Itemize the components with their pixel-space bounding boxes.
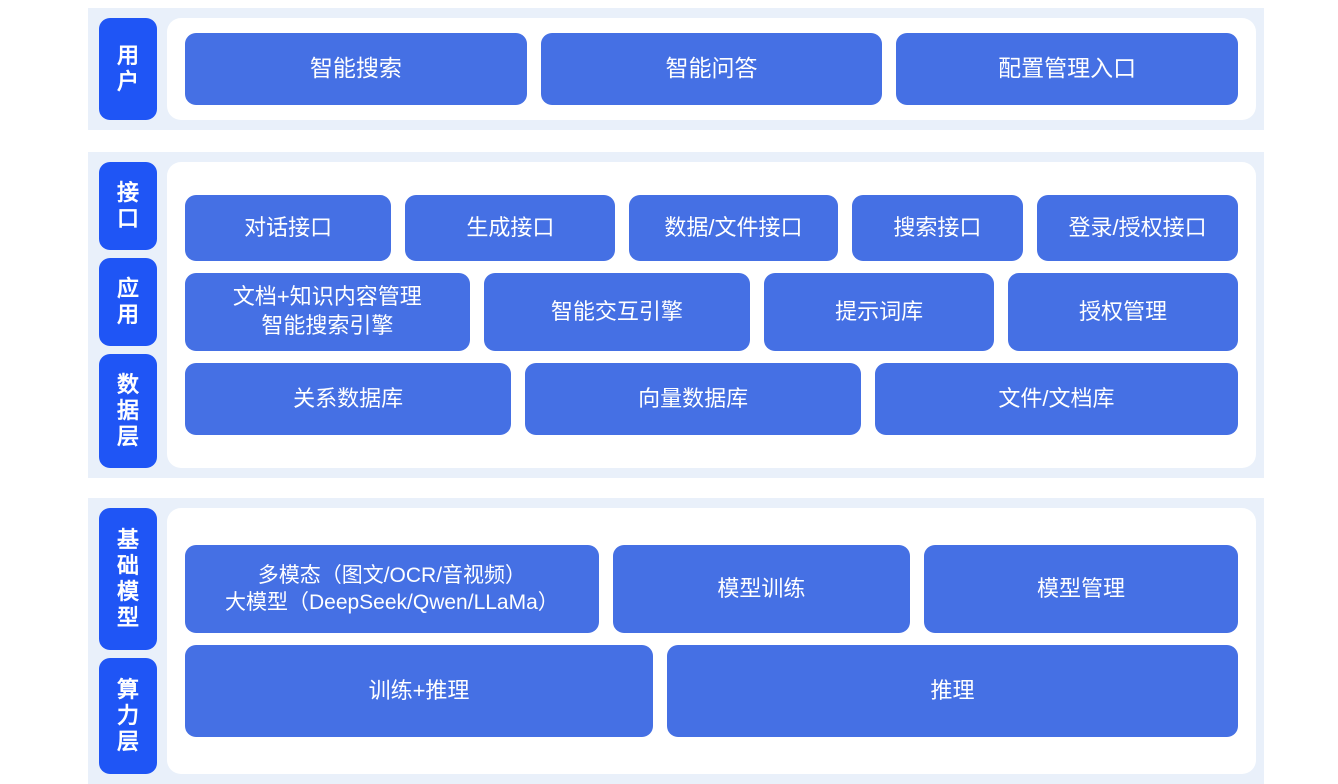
layer-tab-compute-label: 算力层 xyxy=(117,677,140,754)
card-file-document-store[interactable]: 文件/文档库 xyxy=(874,363,1238,435)
card-prompt-library[interactable]: 提示词库 xyxy=(764,273,995,351)
row-foundation-model: 多模态（图文/OCR/音视频） 大模型（DeepSeek/Qwen/LLaMa）… xyxy=(185,545,1238,633)
layer-tab-data-label: 数据层 xyxy=(117,372,140,449)
card-smart-search[interactable]: 智能搜索 xyxy=(185,33,527,105)
layer-tab-foundation-model-label: 基础模型 xyxy=(117,527,140,630)
row-application: 文档+知识内容管理 智能搜索引擎 智能交互引擎 提示词库 授权管理 xyxy=(185,273,1239,351)
layer-tab-foundation-model[interactable]: 基础模型 xyxy=(99,508,157,650)
layer-tab-interface[interactable]: 接口 xyxy=(99,162,157,251)
layer-tab-user[interactable]: 用户 xyxy=(99,18,157,120)
card-vector-database[interactable]: 向量数据库 xyxy=(525,363,861,435)
row-user-entries: 智能搜索 智能问答 配置管理入口 xyxy=(185,33,1239,105)
layer-tab-compute[interactable]: 算力层 xyxy=(99,657,157,775)
card-authorization-management[interactable]: 授权管理 xyxy=(1008,273,1239,351)
card-smart-interaction-engine[interactable]: 智能交互引擎 xyxy=(483,273,751,351)
card-search-api[interactable]: 搜索接口 xyxy=(851,195,1024,261)
layer-tab-data[interactable]: 数据层 xyxy=(99,354,157,468)
section-base-layers: 基础模型 算力层 多模态（图文/OCR/音视频） 大模型（DeepSeek/Qw… xyxy=(88,498,1264,784)
layer-tab-application[interactable]: 应用 xyxy=(99,258,157,347)
row-data: 关系数据库 向量数据库 文件/文档库 xyxy=(185,363,1238,435)
card-generation-api[interactable]: 生成接口 xyxy=(405,195,616,261)
rail-base: 基础模型 算力层 xyxy=(99,508,157,775)
card-model-training[interactable]: 模型训练 xyxy=(612,545,911,633)
row-compute: 训练+推理 推理 xyxy=(185,645,1238,737)
panel-user-layer: 智能搜索 智能问答 配置管理入口 xyxy=(167,18,1256,120)
card-smart-qa[interactable]: 智能问答 xyxy=(540,33,883,105)
layer-tab-interface-label: 接口 xyxy=(117,180,140,231)
panel-middle-layers: 对话接口 生成接口 数据/文件接口 搜索接口 登录/授权接口 文档+知识内容管理… xyxy=(167,162,1256,468)
card-multimodal-large-model[interactable]: 多模态（图文/OCR/音视频） 大模型（DeepSeek/Qwen/LLaMa） xyxy=(185,545,599,633)
rail-user: 用户 xyxy=(99,18,157,120)
card-model-management[interactable]: 模型管理 xyxy=(924,545,1238,633)
card-inference[interactable]: 推理 xyxy=(666,645,1238,737)
card-config-management-entry[interactable]: 配置管理入口 xyxy=(896,33,1239,105)
layer-tab-application-label: 应用 xyxy=(117,276,140,328)
card-training-plus-inference[interactable]: 训练+推理 xyxy=(185,645,653,737)
card-dialog-api[interactable]: 对话接口 xyxy=(185,195,392,261)
card-document-knowledge-management[interactable]: 文档+知识内容管理 智能搜索引擎 xyxy=(185,273,470,351)
rail-middle: 接口 应用 数据层 xyxy=(99,162,157,468)
section-middle-layers: 接口 应用 数据层 对话接口 生成接口 数据/文件接口 搜索接口 登录/授权接口… xyxy=(88,152,1264,478)
panel-base-layers: 多模态（图文/OCR/音视频） 大模型（DeepSeek/Qwen/LLaMa）… xyxy=(167,508,1256,774)
layer-tab-user-label: 用户 xyxy=(117,43,140,94)
row-interface: 对话接口 生成接口 数据/文件接口 搜索接口 登录/授权接口 xyxy=(185,195,1238,261)
card-relational-database[interactable]: 关系数据库 xyxy=(185,363,512,435)
section-user-layer: 用户 智能搜索 智能问答 配置管理入口 xyxy=(88,8,1264,130)
card-login-auth-api[interactable]: 登录/授权接口 xyxy=(1037,195,1238,261)
card-data-file-api[interactable]: 数据/文件接口 xyxy=(629,195,838,261)
